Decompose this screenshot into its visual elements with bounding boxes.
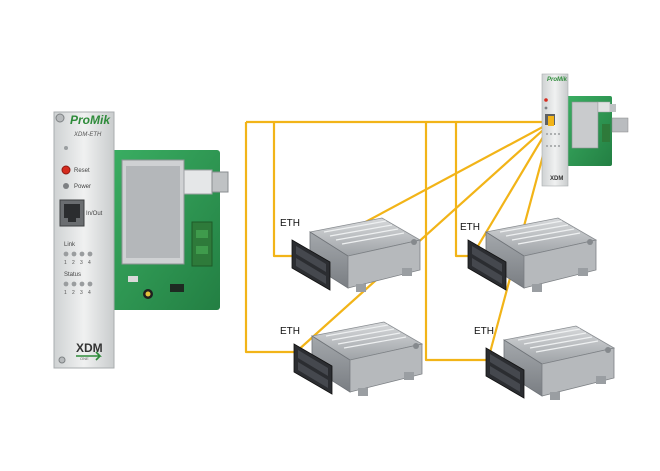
- rj45-port-icon[interactable]: [59, 199, 85, 227]
- ecu-label: ETH: [280, 218, 300, 229]
- xdm-footer-sub: ONE: [80, 356, 89, 361]
- ecu-bottom-left: ETH: [280, 321, 423, 397]
- pcb-board: [110, 150, 229, 310]
- small-front-panel: [541, 73, 569, 187]
- svg-text:3: 3: [80, 260, 83, 266]
- small-brand-logo: ProMik: [547, 77, 568, 83]
- cable-top-left-loop: [272, 122, 302, 258]
- svg-text:2: 2: [72, 260, 75, 266]
- link-leds: [63, 251, 93, 257]
- model-label: XDM-ETH: [73, 132, 102, 138]
- small-reset-button: [544, 98, 548, 102]
- inout-label: In/Out: [86, 211, 103, 217]
- ecu-top-right: ETH: [460, 217, 597, 293]
- small-power-led: [544, 106, 548, 110]
- panel-screw-top: [55, 113, 65, 123]
- svg-text:4: 4: [88, 290, 91, 296]
- link-port-numbers: 1 2 3 4: [64, 260, 91, 266]
- status-port-numbers: 1 2 3 4: [64, 290, 91, 296]
- small-leds: [546, 133, 560, 147]
- ecu-label: ETH: [460, 222, 480, 233]
- ecu-label: ETH: [280, 326, 300, 337]
- brand-logo: ProMik: [70, 113, 111, 127]
- cable-bottom-left-loop: [244, 122, 296, 354]
- cable-hub: [548, 116, 554, 126]
- ecu-label: ETH: [474, 326, 494, 337]
- svg-text:3: 3: [80, 290, 83, 296]
- xdm-eth-module-large: ProMik XDM-ETH Reset Power In/Out Link 1…: [53, 111, 229, 369]
- cable-bottom-right-loop: [424, 122, 488, 362]
- svg-text:1: 1: [64, 290, 67, 296]
- cable-diag-3: [471, 121, 553, 257]
- ecu-top-left: ETH: [280, 217, 421, 293]
- reset-label: Reset: [74, 168, 90, 174]
- small-screw-icon: [64, 146, 68, 150]
- power-led: [63, 183, 69, 189]
- front-panel: [53, 111, 115, 369]
- power-label: Power: [74, 184, 91, 190]
- panel-screw-bottom: [58, 356, 66, 364]
- svg-text:1: 1: [64, 260, 67, 266]
- small-xdm-logo: XDM: [550, 176, 563, 182]
- cable-top-right-loop: [454, 122, 472, 258]
- ecu-bottom-right: ETH: [474, 325, 615, 401]
- svg-text:4: 4: [88, 260, 91, 266]
- reset-button[interactable]: [61, 165, 71, 175]
- cable-diag-1: [295, 121, 553, 353]
- link-label: Link: [64, 242, 76, 248]
- xdm-eth-module-small: ProMik XDM: [541, 73, 629, 187]
- xdm-footer-logo: XDM: [76, 341, 103, 355]
- status-leds: [63, 281, 93, 287]
- svg-text:2: 2: [72, 290, 75, 296]
- arrow-icon: [76, 351, 102, 361]
- status-label: Status: [64, 272, 81, 278]
